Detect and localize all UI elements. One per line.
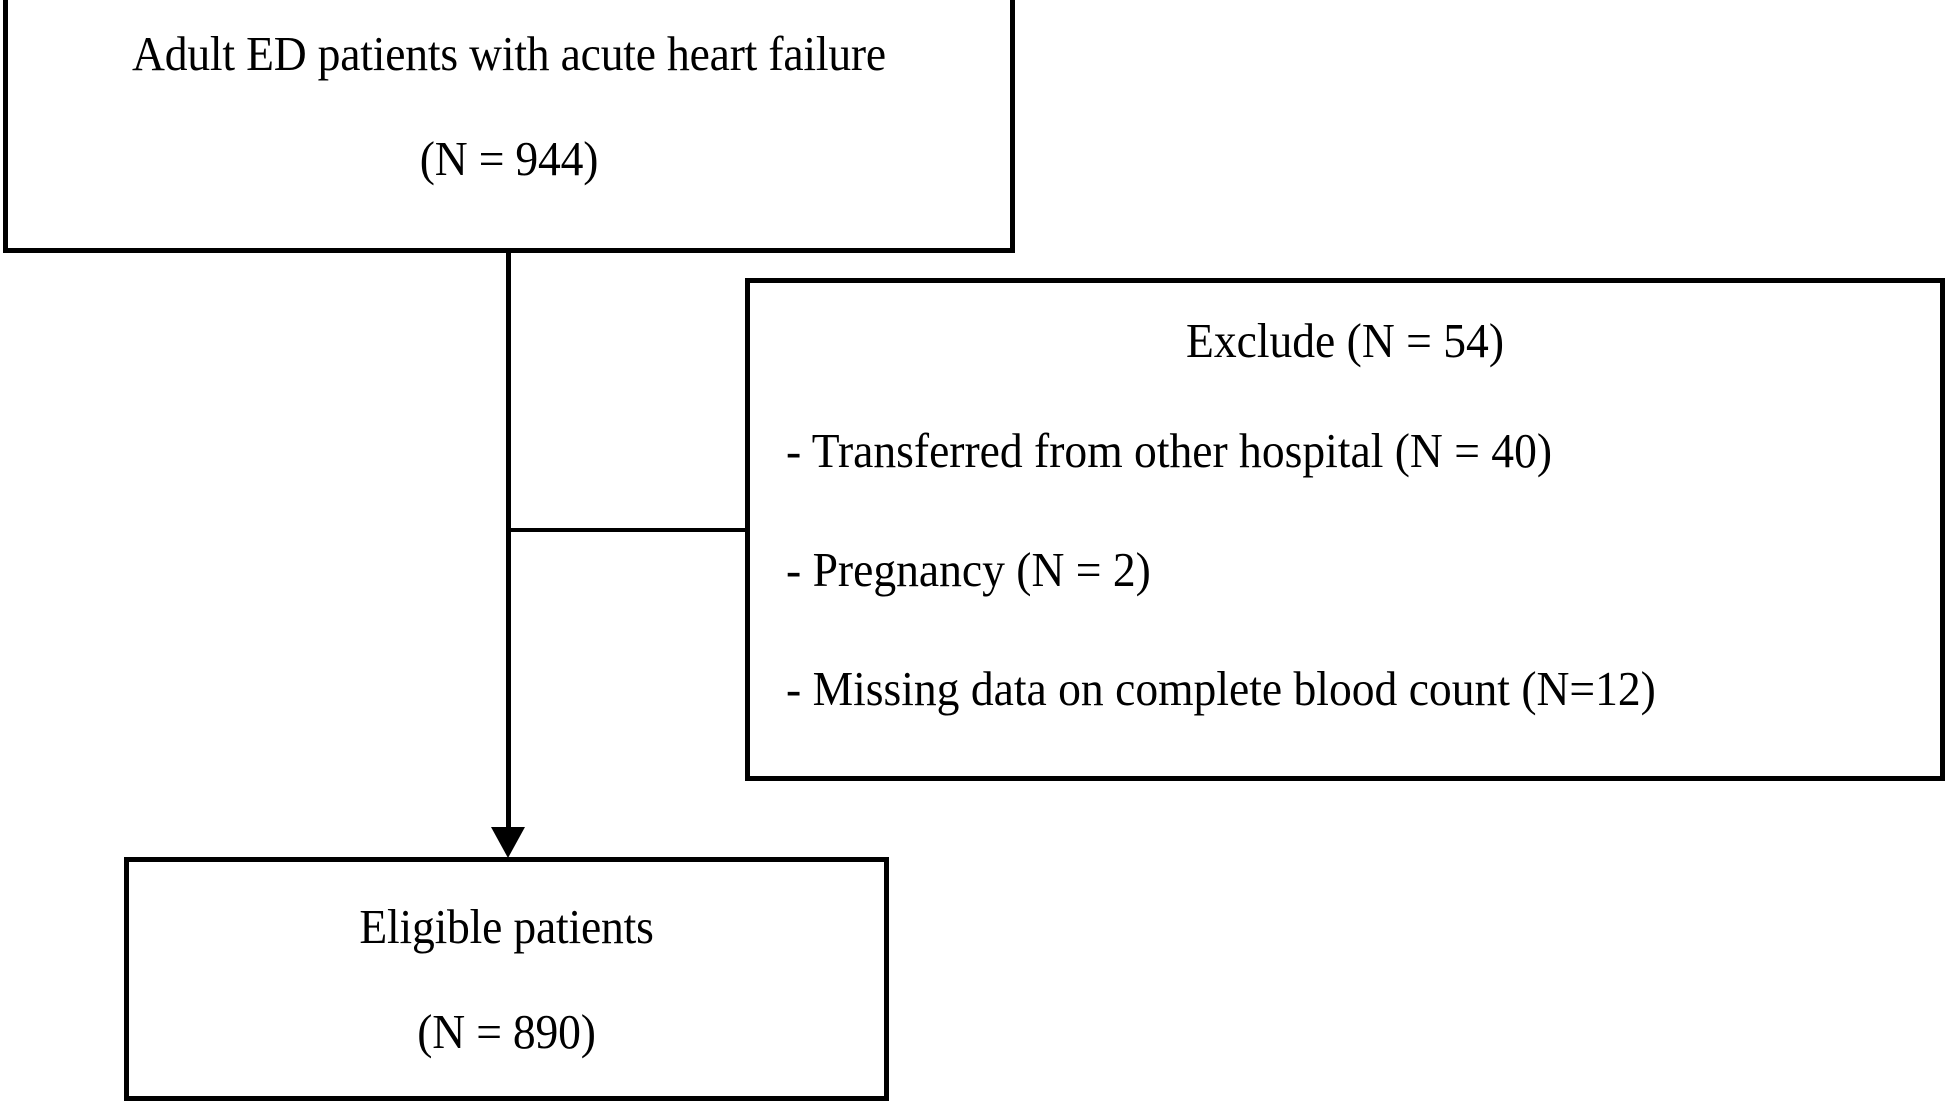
connector-vertical-trunk <box>506 252 511 827</box>
exclude-reason-transferred: - Transferred from other hospital (N = 4… <box>786 423 1553 478</box>
exclude-reason-missing-cbc: - Missing data on complete blood count (… <box>786 661 1656 716</box>
enrolled-title: Adult ED patients with acute heart failu… <box>132 26 886 81</box>
eligible-count: (N = 890) <box>417 1004 596 1059</box>
node-eligible-patients: Eligible patients (N = 890) <box>124 857 889 1101</box>
arrowhead-icon <box>491 827 525 858</box>
exclude-reason-pregnancy: - Pregnancy (N = 2) <box>786 542 1151 597</box>
connector-branch-to-exclude <box>508 528 747 532</box>
enrolled-count: (N = 944) <box>419 131 599 186</box>
eligible-title: Eligible patients <box>359 899 654 954</box>
node-enrolled-patients: Adult ED patients with acute heart failu… <box>3 0 1015 253</box>
exclude-title: Exclude (N = 54) <box>1185 313 1505 368</box>
node-exclusions: Exclude (N = 54) - Transferred from othe… <box>745 278 1945 781</box>
